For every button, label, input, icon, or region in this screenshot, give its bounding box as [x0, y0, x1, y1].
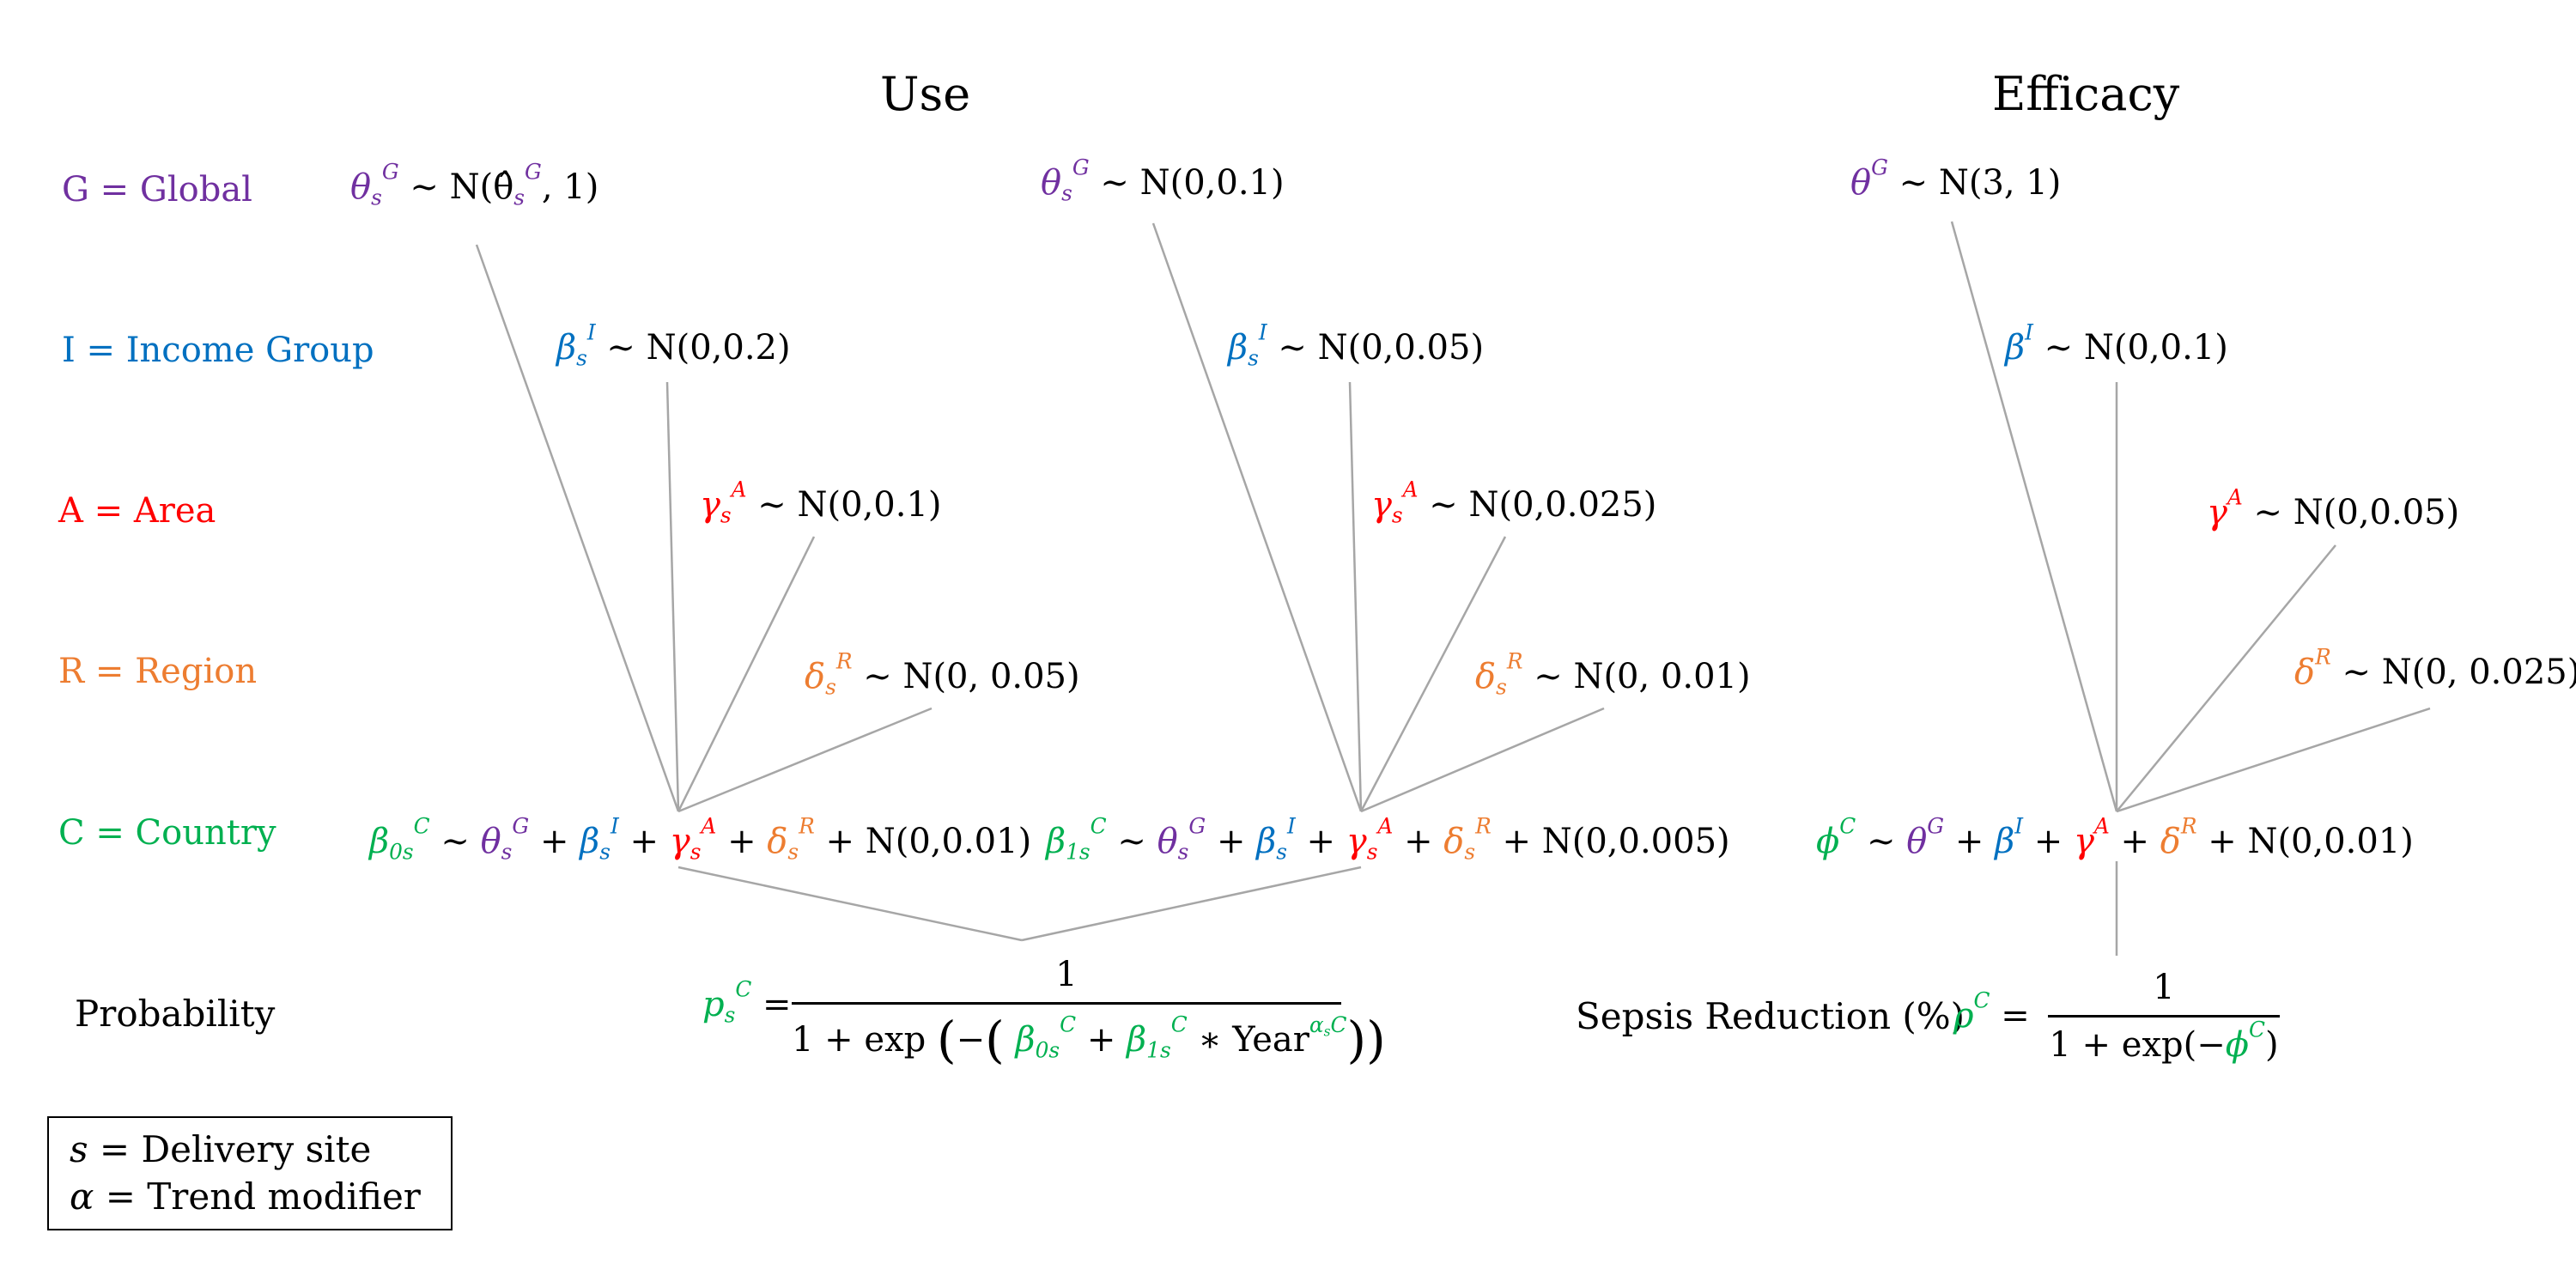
probability-label: Probability: [75, 993, 276, 1035]
notation-box: s = Delivery site α = Trend modifier: [47, 1116, 453, 1231]
use-header: Use: [880, 67, 971, 121]
eff-area-prior: γA ∼ N(0,0.05): [2207, 484, 2460, 532]
use2-global-prior: θsG ∼ N(0,0.1): [1041, 155, 1285, 206]
sepsis-numerator: 1: [2153, 968, 2175, 1007]
legend-global: G = Global: [62, 170, 252, 210]
eff-country-equation: ϕC ∼ θG + βI + γA + δR + N(0,0.01): [1816, 813, 2414, 861]
connector-area-to-country-eff: [2116, 544, 2336, 812]
use1-area-prior: γsA ∼ N(0,0.1): [700, 477, 942, 528]
probability-numerator: 1: [1055, 955, 1078, 994]
probability-denominator: 1 + exp (−( β0sC + β1sC ∗ YearαsC)): [792, 1011, 1386, 1069]
sepsis-label: Sepsis Reduction (%): [1576, 995, 1965, 1037]
sepsis-lhs: ρC =: [1953, 987, 2030, 1036]
connector-income-to-country-2: [1348, 381, 1363, 812]
connector-country1-to-probability: [677, 866, 1023, 942]
note-site: s = Delivery site: [70, 1128, 372, 1170]
connector-global-to-country-2: [1151, 222, 1363, 812]
use2-region-prior: δsR ∼ N(0, 0.01): [1475, 648, 1751, 700]
use2-country-equation: β1sC ∼ θsG + βsI + γsA + δsR + N(0,0.005…: [1046, 813, 1730, 865]
probability-lhs: psC =: [702, 976, 792, 1028]
sepsis-denominator: 1 + exp(−ϕC): [2049, 1017, 2279, 1065]
use1-income-prior: βsI ∼ N(0,0.2): [556, 319, 791, 371]
probability-fraction: 1 1 + exp (−( β0sC + β1sC ∗ YearαsC)): [792, 955, 1386, 1069]
use1-country-equation: β0sC ∼ θsG + βsI + γsA + δsR + N(0,0.01): [369, 813, 1032, 865]
connector-global-to-country-eff: [1950, 221, 2118, 812]
connector-region-to-country-2: [1360, 707, 1605, 813]
fraction-bar: [792, 1002, 1341, 1005]
note-trend: α = Trend modifier: [70, 1175, 421, 1218]
connector-area-to-country-1: [677, 536, 816, 812]
fraction-bar: [2048, 1015, 2280, 1018]
efficacy-header: Efficacy: [1992, 67, 2180, 121]
legend-area: A = Area: [58, 491, 216, 531]
legend-country: C = Country: [58, 813, 276, 853]
connector-global-to-country-1: [475, 244, 680, 812]
use1-global-prior: θsG ∼ N(θ̂sG, 1): [350, 159, 599, 210]
connector-region-to-country-1: [677, 707, 933, 813]
use1-region-prior: δsR ∼ N(0, 0.05): [805, 648, 1080, 700]
eff-global-prior: θG ∼ N(3, 1): [1850, 155, 2062, 203]
eff-region-prior: δR ∼ N(0, 0.025): [2294, 644, 2576, 692]
use2-area-prior: γsA ∼ N(0,0.025): [1371, 477, 1657, 528]
connector-area-to-country-2: [1359, 536, 1507, 812]
legend-region: R = Region: [58, 652, 258, 691]
connector-region-to-country-eff: [2116, 707, 2431, 813]
eff-income-prior: βI ∼ N(0,0.1): [2005, 319, 2228, 368]
connector-income-to-country-1: [665, 381, 680, 812]
legend-income: I = Income Group: [62, 331, 374, 370]
use2-income-prior: βsI ∼ N(0,0.05): [1228, 319, 1485, 371]
sepsis-fraction: 1 1 + exp(−ϕC): [2048, 970, 2280, 1062]
connector-country2-to-probability: [1021, 866, 1362, 942]
